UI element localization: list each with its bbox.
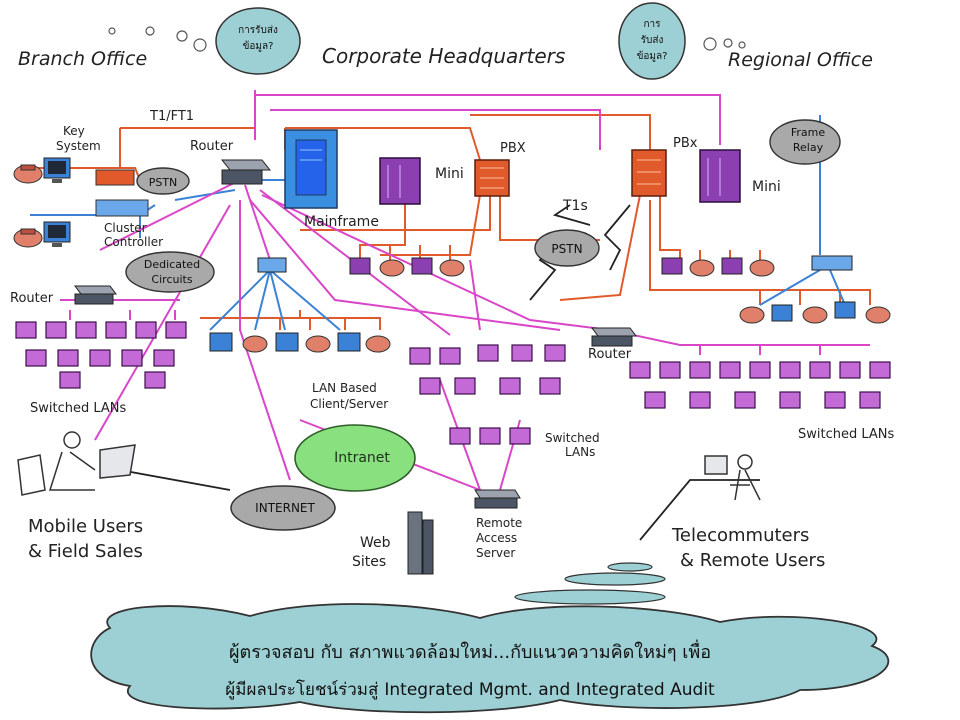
label-pbx-left: PBX (500, 141, 526, 156)
key-system-box (95, 169, 135, 186)
switched-lan-cluster-left (15, 321, 187, 389)
label-switched-lans-center-1: Switched (545, 431, 600, 445)
mobile-user-figure (17, 431, 136, 496)
label-mobile-users-2: & Field Sales (28, 541, 143, 562)
label-t1s: T1s (562, 198, 588, 214)
label-telecommuters-2: & Remote Users (680, 550, 825, 571)
terminal-row-right (661, 257, 775, 277)
telecommuter-figure (704, 454, 761, 501)
label-remote-access-2: Access (476, 531, 517, 545)
caption-line2: ผู้มีผลประโยชน์ร่วมสู่Integrated Mgmt. a… (225, 679, 715, 700)
lan-client-server-devices (209, 332, 391, 353)
branch-office-title: Branch Office (18, 48, 147, 70)
label-lan-client-server-2: Client/Server (310, 397, 388, 411)
corporate-hq-title: Corporate Headquarters (322, 44, 565, 68)
label-switched-lans-right: Switched LANs (798, 427, 895, 442)
label-mini-left: Mini (435, 166, 464, 182)
label-t1-ft1: T1/FT1 (149, 109, 194, 124)
mainframe-icon (284, 129, 338, 209)
speech-bubble-left: การรับส่ง ข้อมูล? (108, 7, 301, 75)
mini-computer-left (379, 157, 421, 205)
remote-access-server-icon (474, 489, 521, 509)
blue-links (30, 115, 846, 331)
pbx-right (631, 149, 667, 197)
label-mainframe: Mainframe (304, 214, 379, 230)
bubble-left-line2: ข้อมูล? (243, 40, 274, 52)
label-web-sites-2: Sites (352, 554, 386, 570)
mini-computer-right (699, 149, 741, 203)
router-icon (591, 327, 637, 347)
computer-icon (43, 157, 71, 183)
bubble-left-line1: การรับส่ง (238, 25, 278, 36)
label-pstn-left: PSTN (149, 176, 178, 189)
router-icon (220, 159, 272, 185)
caption-line1: ผู้ตรวจสอบ กับ สภาพแวดล้อมใหม่...กับแนวค… (229, 639, 711, 663)
regional-device-row (739, 301, 891, 324)
pbx-left (474, 159, 510, 197)
label-router-branch: Router (10, 291, 54, 306)
label-mini-right: Mini (752, 179, 781, 195)
switched-lan-cluster-center (409, 344, 566, 445)
label-internet: INTERNET (255, 501, 315, 515)
caption-line2-english: Integrated Mgmt. and Integrated Audit (384, 680, 715, 700)
lan-switch (257, 257, 287, 273)
label-intranet: Intranet (334, 450, 390, 466)
pstn-cloud-left: PSTN (136, 167, 190, 195)
web-server-icon (407, 511, 434, 575)
label-router-hq: Router (190, 139, 234, 154)
label-web-sites-1: Web (360, 535, 391, 551)
computer-icon (43, 221, 71, 247)
regional-office-title: Regional Office (728, 49, 873, 71)
regional-hub (811, 255, 853, 271)
pstn-cloud-center: PSTN (534, 229, 600, 267)
label-lan-client-server-1: LAN Based (312, 381, 377, 395)
label-key-system-1: Key (63, 124, 85, 138)
caption-cloud: ผู้ตรวจสอบ กับ สภาพแวดล้อมใหม่...กับแนวค… (90, 603, 890, 714)
label-dedicated-circuits-2: Circuits (151, 273, 192, 286)
dedicated-circuits-cloud: Dedicated Circuits (125, 251, 215, 293)
intranet-cloud: Intranet (294, 424, 416, 492)
bubble-right-line2: รับส่ง (641, 35, 664, 46)
label-frame-relay-2: Relay (793, 141, 824, 154)
router-icon (74, 285, 117, 305)
frame-relay-cloud: Frame Relay (769, 119, 841, 165)
phone-icon (13, 164, 43, 184)
label-frame-relay-1: Frame (791, 126, 826, 139)
label-key-system-2: System (56, 139, 101, 153)
label-switched-lans-center-2: LANs (565, 445, 595, 459)
bubble-right-line1: การ (643, 19, 661, 30)
label-pbx-right: PBx (673, 136, 698, 151)
label-mobile-users-1: Mobile Users (28, 516, 143, 537)
cluster-controller-box (95, 199, 149, 217)
caption-line2-thai: ผู้มีผลประโยชน์ร่วมสู่ (225, 679, 379, 700)
terminal-row-left (349, 257, 465, 277)
label-remote-access-3: Server (476, 546, 515, 560)
speech-bubble-right: การ รับส่ง ข้อมูล? (618, 2, 746, 80)
caption-thought-trail (514, 562, 666, 605)
label-remote-access-1: Remote (476, 516, 522, 530)
internet-cloud: INTERNET (230, 485, 336, 531)
label-cluster-controller-1: Cluster (104, 221, 147, 235)
label-pstn-center: PSTN (551, 242, 582, 256)
label-dedicated-circuits-1: Dedicated (144, 258, 200, 271)
phone-icon (13, 228, 43, 248)
switched-lan-cluster-right (629, 361, 891, 409)
label-router-regional: Router (588, 347, 632, 362)
bubble-right-line3: ข้อมูล? (637, 50, 668, 62)
label-cluster-controller-2: Controller (104, 235, 163, 249)
label-telecommuters-1: Telecommuters (671, 525, 809, 546)
label-switched-lans-left: Switched LANs (30, 401, 127, 416)
